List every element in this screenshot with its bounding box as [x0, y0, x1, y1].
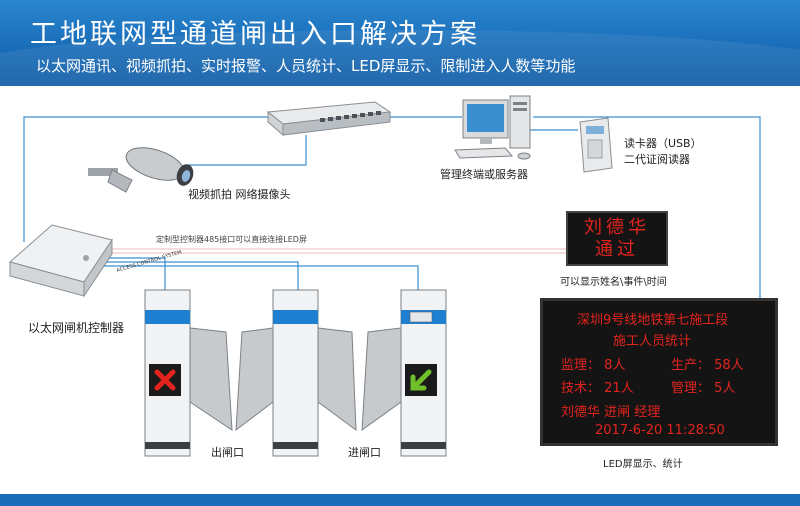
led-row-technical: 技术： 21人	[561, 381, 634, 396]
gate-exit	[144, 289, 233, 457]
exit-gate-label: 出闸口	[211, 446, 244, 459]
controller-label: 以太网闸机控制器	[28, 321, 125, 335]
card-reader-icon	[579, 117, 613, 173]
led-row-production: 生产： 58人	[671, 358, 744, 373]
line-server-led	[533, 116, 761, 300]
led-row-supervision: 监理： 8人	[561, 358, 626, 373]
rs485-note: 定制型控制器485接口可以直接连接LED屏	[156, 235, 307, 244]
led-row-event: 刘德华 进闸 经理	[561, 405, 661, 420]
line-controller-gate1	[100, 257, 166, 290]
led-small-screen: 刘德华 通过	[566, 211, 668, 266]
card-icon	[409, 311, 433, 323]
reader-label-1: 读卡器（USB）	[624, 137, 702, 150]
led-row-project: 深圳9号线地铁第七施工段	[577, 313, 729, 328]
line-switch-camera	[188, 135, 307, 166]
banner-wave	[0, 30, 800, 86]
entry-gate-label: 进闸口	[348, 446, 381, 459]
camera-label: 视频抓拍 网络摄像头	[188, 188, 291, 201]
led-large-screen: 深圳9号线地铁第七施工段 施工人员统计 监理： 8人 生产： 58人 技术： 2…	[540, 298, 778, 446]
led-row-management: 管理： 5人	[671, 381, 736, 396]
line-controller-gate3	[100, 265, 419, 290]
line-controller-gate2	[100, 261, 299, 290]
x-mark-icon	[154, 369, 176, 391]
network-switch	[266, 101, 392, 137]
gate-entry	[361, 289, 447, 457]
page-title: 工地联网型通道闸出入口解决方案	[30, 19, 480, 50]
server-label: 管理终端或服务器	[440, 168, 528, 181]
led-small-caption: 可以显示姓名\事件\时间	[560, 277, 667, 288]
led-small-line1: 刘德华	[584, 217, 650, 238]
network-lines	[23, 116, 761, 300]
gate-middle	[235, 289, 357, 457]
arrow-icon	[410, 369, 432, 391]
page-subtitle: 以太网通讯、视频抓拍、实时报警、人员统计、LED屏显示、限制进入人数等功能	[36, 57, 576, 75]
led-row-heading: 施工人员统计	[613, 334, 692, 349]
rs485-line	[100, 248, 566, 254]
computer-icon	[454, 95, 531, 160]
camera-icon	[88, 147, 194, 193]
led-small-line2: 通过	[595, 239, 639, 260]
led-large-caption: LED屏显示、统计	[603, 459, 683, 470]
line-controller-switch	[23, 116, 285, 242]
header-banner: 工地联网型通道闸出入口解决方案 以太网通讯、视频抓拍、实时报警、人员统计、LED…	[0, 0, 800, 86]
footer-bar	[0, 494, 800, 506]
led-row-timestamp: 2017-6-20 11:28:50	[595, 423, 725, 438]
reader-label-2: 二代证阅读器	[624, 153, 690, 166]
controller-box	[8, 224, 113, 298]
